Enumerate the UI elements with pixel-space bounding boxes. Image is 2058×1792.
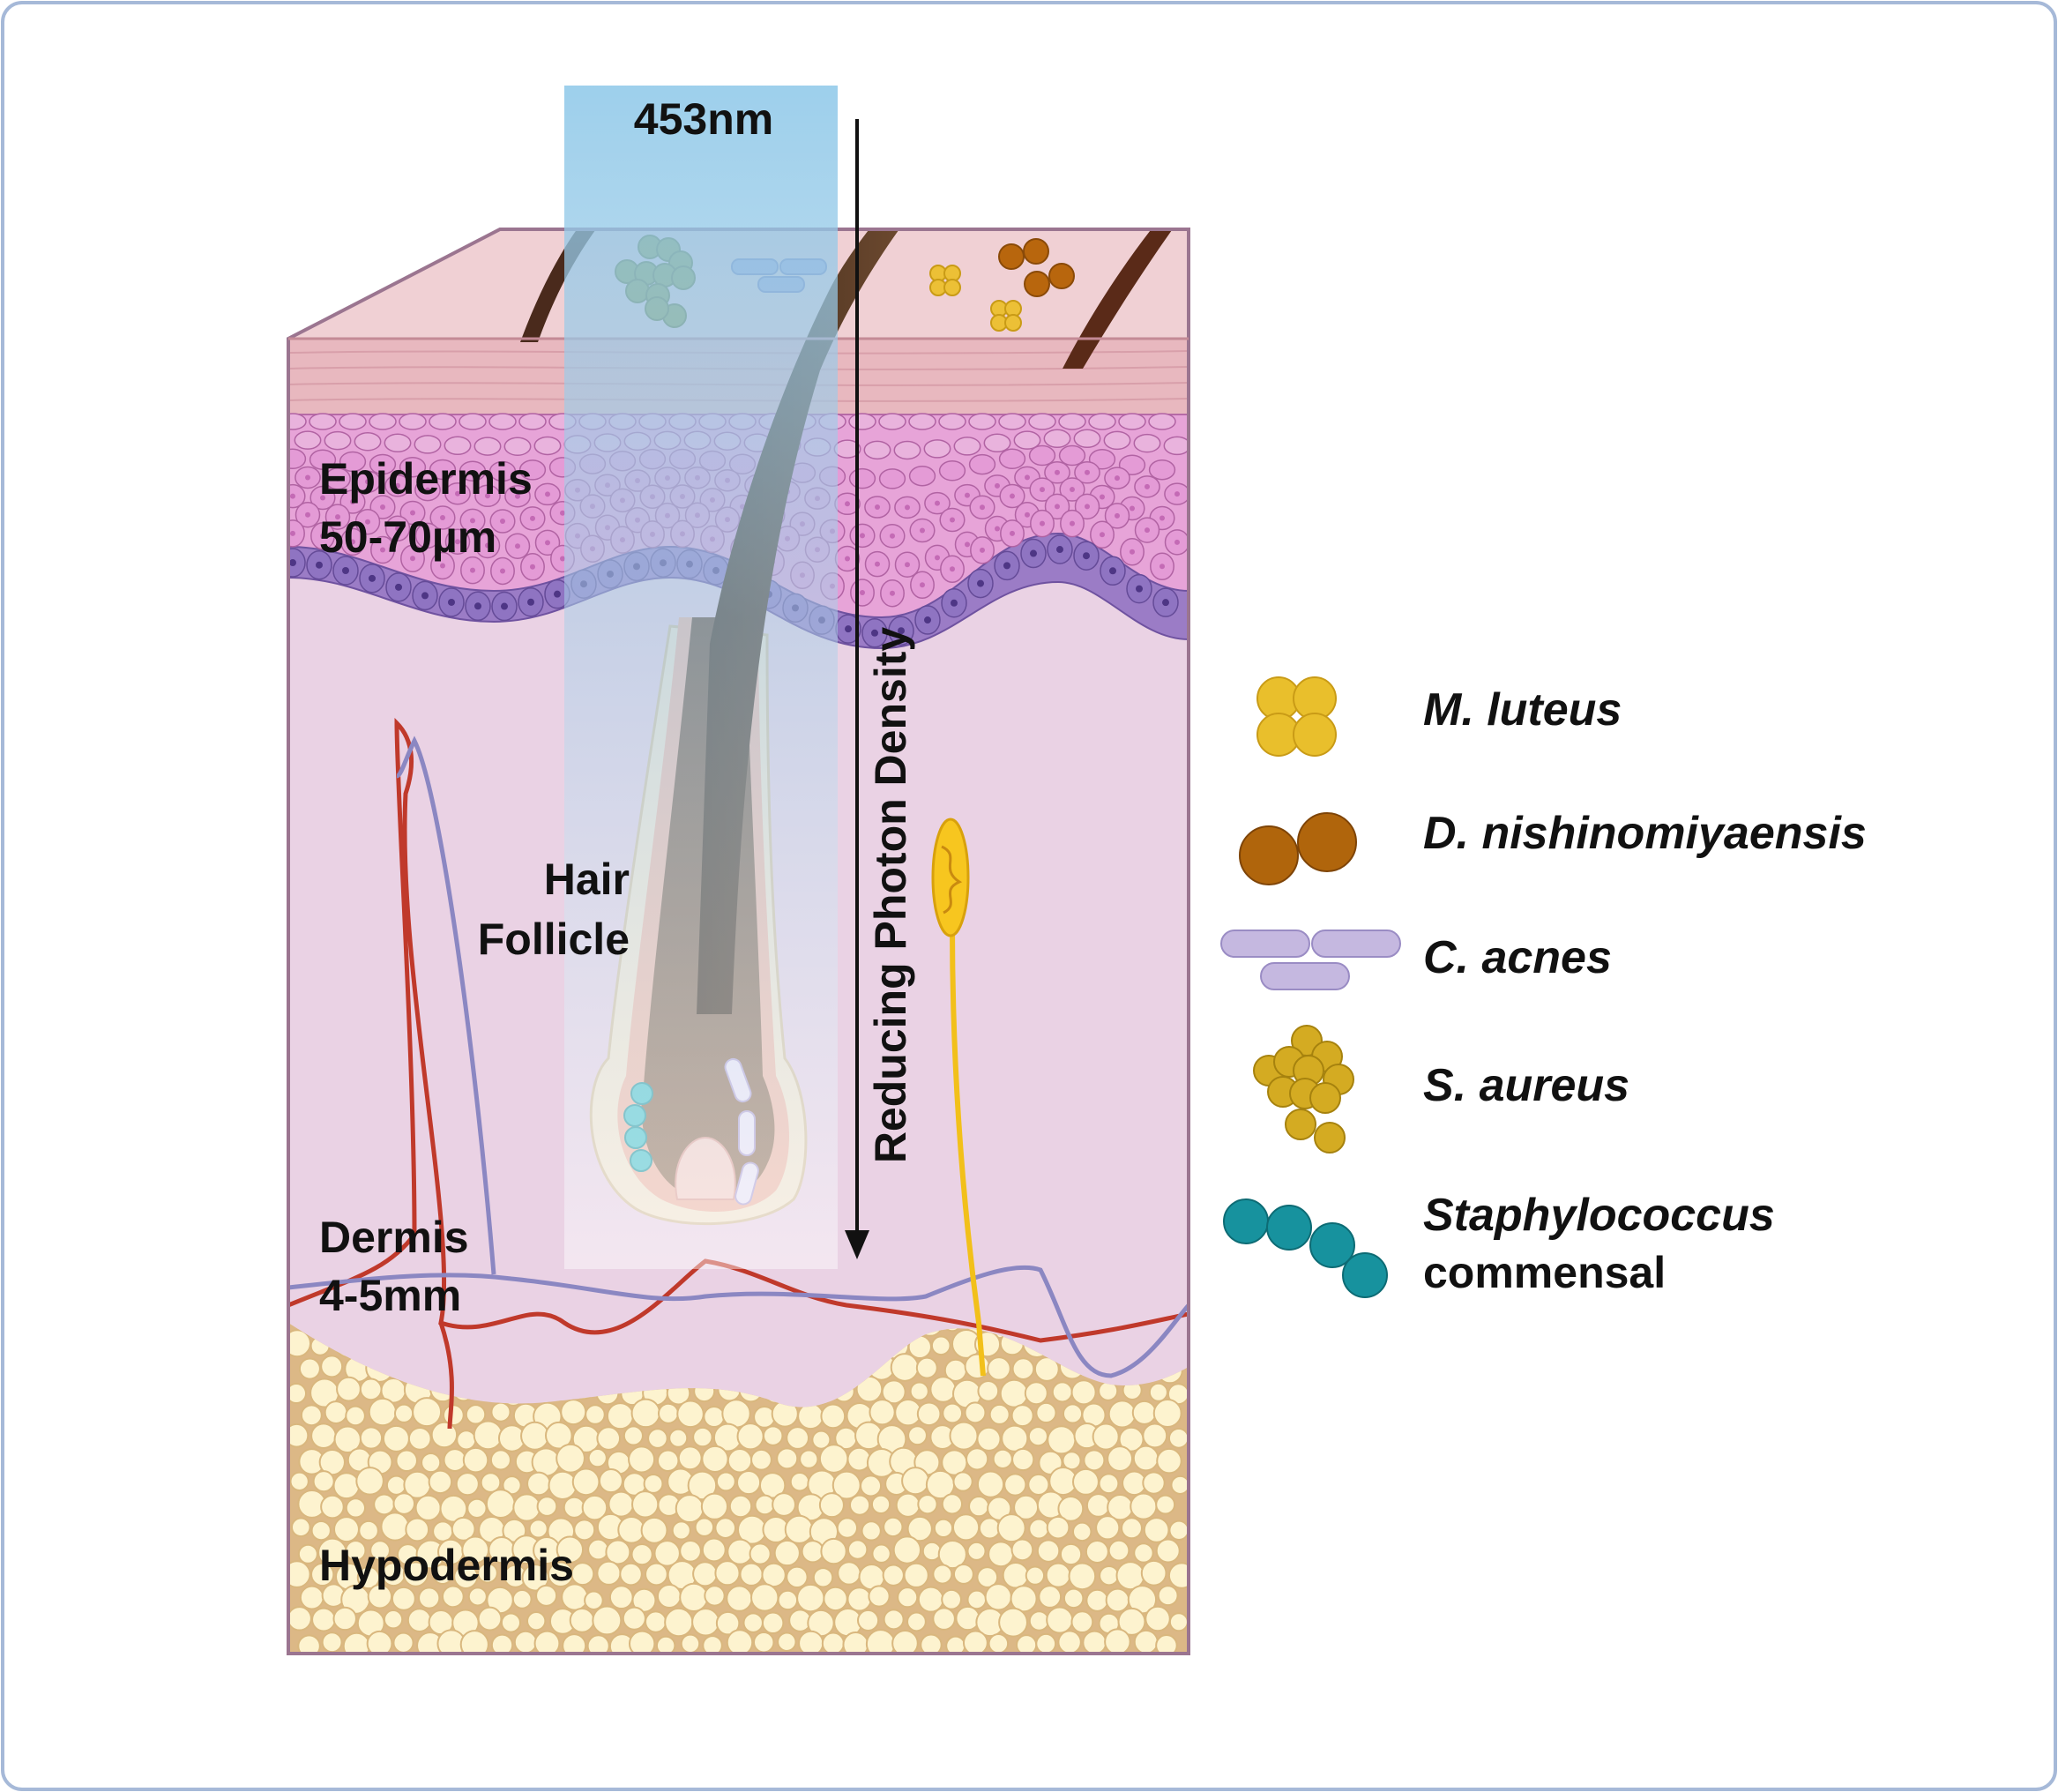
photon-density-arrowhead bbox=[845, 1230, 869, 1259]
surface-m-luteus bbox=[929, 265, 1022, 332]
legend-label-s-aureus: S. aureus bbox=[1423, 1060, 1629, 1111]
legend-label-d-nishinomiyaensis: D. nishinomiyaensis bbox=[1423, 808, 1867, 859]
d-nishinomiyaensis-icon bbox=[1239, 812, 1357, 885]
legend-label-m-luteus: M. luteus bbox=[1423, 684, 1622, 735]
epidermis-label: Epidermis bbox=[319, 454, 533, 504]
wavelength-label: 453nm bbox=[634, 94, 773, 144]
m-luteus-icon bbox=[1256, 676, 1337, 757]
epidermis-depth-label: 50-70µm bbox=[319, 512, 496, 562]
dermis-label: Dermis bbox=[319, 1213, 469, 1262]
legend-label-commensal: commensal bbox=[1423, 1248, 1666, 1297]
s-aureus-icon bbox=[1253, 1025, 1354, 1154]
left-hair bbox=[520, 229, 670, 342]
artery-branch bbox=[438, 1322, 454, 1430]
legend-label-c-acnes: C. acnes bbox=[1423, 932, 1612, 983]
legend: M. luteus D. nishinomiyaensis C. acnes S… bbox=[1220, 676, 1867, 1298]
c-acnes-icon bbox=[1220, 930, 1401, 990]
hypodermis-label: Hypodermis bbox=[319, 1541, 574, 1590]
hair-follicle-label-line1: Hair bbox=[544, 855, 630, 904]
staphylococcus-commensal-icon bbox=[1223, 1198, 1388, 1298]
surface-d-nishinomiyaensis bbox=[998, 238, 1075, 297]
second-hair bbox=[1063, 229, 1189, 369]
dermis-depth-label: 4-5mm bbox=[319, 1271, 461, 1320]
vein bbox=[288, 735, 1189, 1378]
legend-label-staphylococcus: Staphylococcus bbox=[1423, 1190, 1775, 1241]
skin-block-outline bbox=[287, 228, 1190, 1655]
nerve-fiber bbox=[950, 925, 986, 1377]
photon-density-label: Reducing Photon Density bbox=[866, 627, 915, 1164]
light-beam bbox=[564, 86, 838, 1269]
nerve-receptor bbox=[931, 818, 970, 937]
hair-follicle-label-line2: Follicle bbox=[478, 915, 630, 964]
